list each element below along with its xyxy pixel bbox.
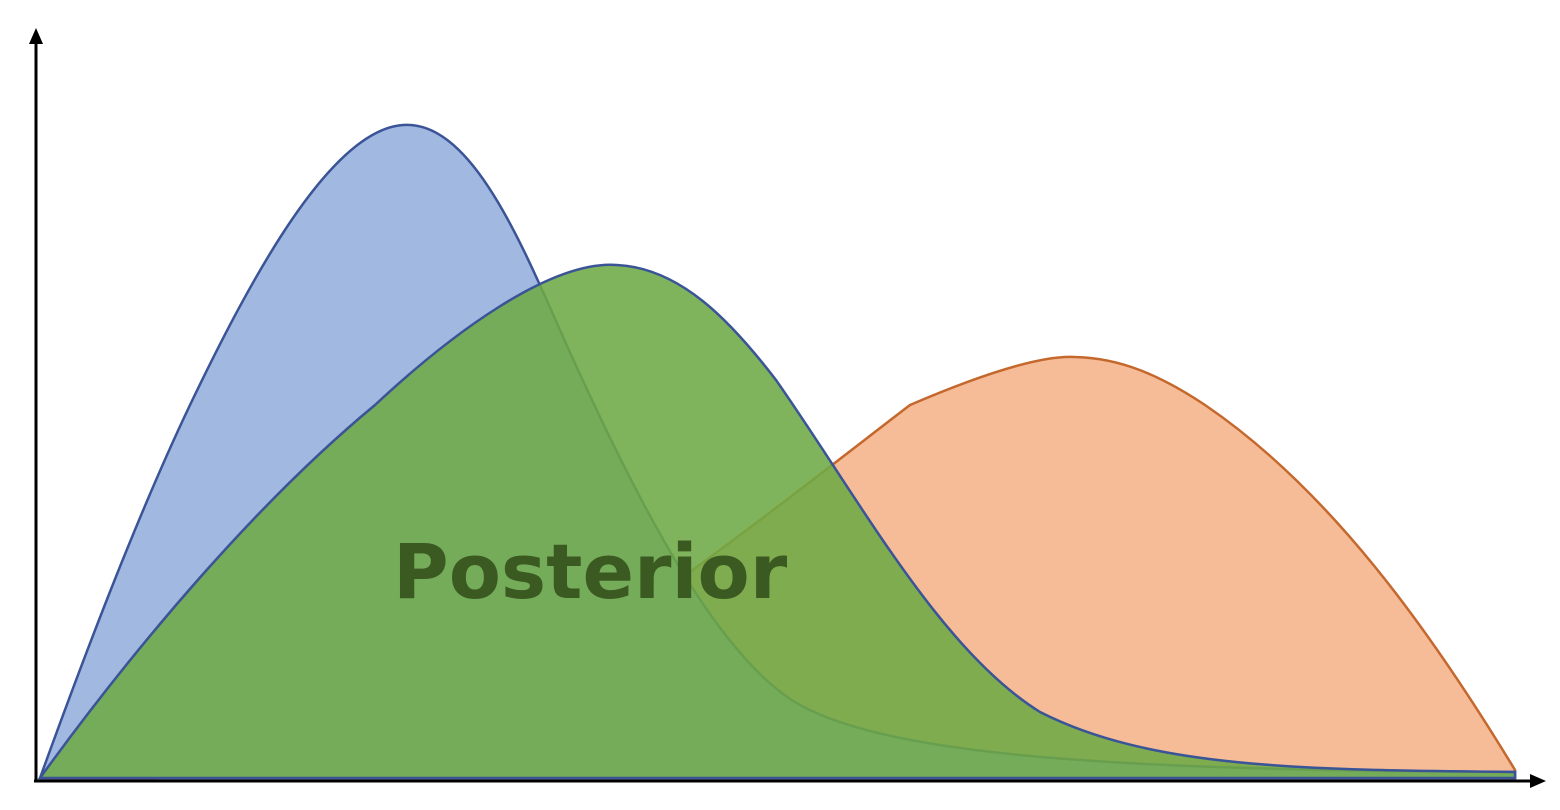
posterior-curve (37, 263, 1517, 780)
y-axis-arrowhead (29, 28, 43, 44)
posterior-label: Posterior (393, 527, 788, 616)
x-axis-arrowhead (1530, 774, 1546, 788)
